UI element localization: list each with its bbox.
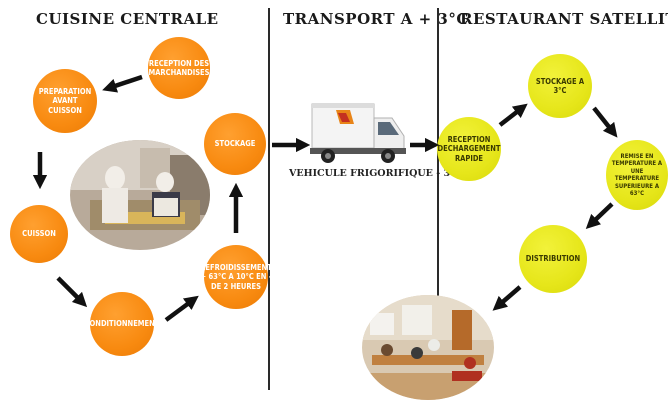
divider-right (437, 8, 439, 390)
node-cuisson: CUISSON (10, 205, 68, 263)
arrow-reception-to-stockage (498, 103, 528, 127)
node-stockage-left: STOCKAGE (204, 113, 266, 175)
arrow-distribution-to-restaurant (492, 285, 522, 311)
divider-left (268, 8, 270, 390)
node-refroidissement: REFROIDISSEMENT + 63°C A 10°C EN - DE 2 … (200, 245, 272, 309)
arrow-conditionnement-to-refroidissement (164, 295, 199, 322)
arrow-stockage-to-remise (592, 106, 618, 138)
heading-restaurant-satellite: RESTAURANT SATELLITE (460, 10, 668, 28)
heading-cuisine-centrale: CUISINE CENTRALE (36, 10, 219, 28)
arrow-remise-to-distribution (585, 202, 614, 229)
node-remise-en-temperature: REMISE EN TEMPERATURE A UNE TEMPERATURE … (606, 140, 668, 210)
heading-transport: TRANSPORT A + 3°C (283, 10, 469, 28)
arrow-reception-to-preparation (102, 74, 143, 93)
vehicle-caption: VEHICULE FRIGORIFIQUE - 3°C (289, 168, 463, 179)
node-reception-dechargement-rapide: RECEPTION DECHARGEMENT RAPIDE (437, 117, 501, 181)
arrow-cuisson-to-conditionnement (56, 276, 88, 308)
refrigerated-truck (308, 100, 408, 166)
node-conditionnement: CONDITIONNEMENT (85, 292, 159, 356)
kitchen-photo (70, 140, 210, 250)
node-stockage-3c: STOCKAGE A 3°C (528, 54, 592, 118)
node-distribution: DISTRIBUTION (519, 225, 587, 293)
node-reception-marchandises: RECEPTION DES MARCHANDISES (148, 37, 210, 99)
node-preparation-avant-cuisson: PREPARATION AVANT CUISSON (33, 69, 97, 133)
